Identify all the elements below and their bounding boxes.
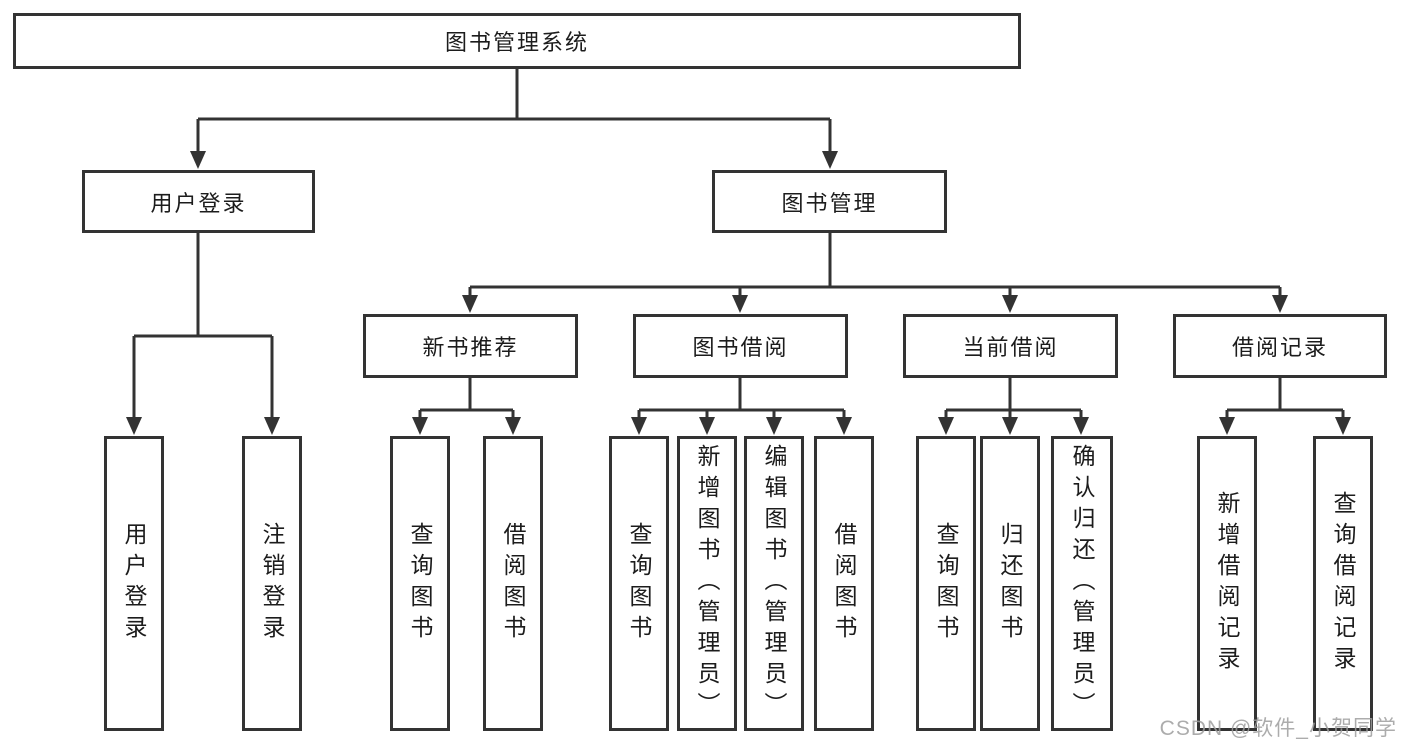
node-new-book-rec: 新书推荐 bbox=[363, 314, 578, 378]
node-label-leaf-user-login: 用户登录 bbox=[121, 521, 147, 646]
arrowhead-icon bbox=[190, 151, 206, 169]
node-label-leaf-cb-query: 查询图书 bbox=[933, 521, 959, 646]
node-label-leaf-bb-borrow: 借阅图书 bbox=[831, 521, 857, 646]
node-leaf-bb-edit: 编辑图书（管理员） bbox=[744, 436, 804, 731]
edge-from-book-mgmt bbox=[468, 233, 1282, 299]
node-label-root: 图书管理系统 bbox=[444, 30, 589, 55]
node-borrow-records: 借阅记录 bbox=[1173, 314, 1387, 378]
arrowhead-icon bbox=[1335, 417, 1351, 435]
node-label-borrow-records: 借阅记录 bbox=[1231, 335, 1328, 360]
edge-from-new-book-rec bbox=[418, 378, 515, 421]
arrowhead-icon bbox=[699, 417, 715, 435]
node-label-leaf-br-query: 查询借阅记录 bbox=[1330, 490, 1356, 677]
node-label-book-borrow: 图书借阅 bbox=[692, 335, 789, 360]
edge-from-borrow-records bbox=[1225, 378, 1345, 421]
node-leaf-br-query: 查询借阅记录 bbox=[1313, 436, 1373, 731]
watermark: CSDN @软件_小贺同学 bbox=[1159, 717, 1397, 740]
arrowhead-icon bbox=[264, 417, 280, 435]
node-label-leaf-cb-confirm: 确认归还（管理员） bbox=[1069, 444, 1095, 723]
arrowhead-icon bbox=[126, 417, 142, 435]
node-label-leaf-bb-query: 查询图书 bbox=[626, 521, 652, 646]
arrowhead-icon bbox=[1002, 295, 1018, 313]
arrowhead-icon bbox=[938, 417, 954, 435]
node-leaf-logout: 注销登录 bbox=[242, 436, 302, 731]
edge-from-book-borrow bbox=[637, 378, 846, 421]
arrowhead-icon bbox=[631, 417, 647, 435]
node-label-leaf-cb-return: 归还图书 bbox=[997, 521, 1023, 646]
node-label-leaf-br-add: 新增借阅记录 bbox=[1214, 490, 1240, 677]
arrowhead-icon bbox=[1073, 417, 1089, 435]
arrowhead-icon bbox=[462, 295, 478, 313]
node-leaf-cb-confirm: 确认归还（管理员） bbox=[1051, 436, 1113, 731]
edge-from-user-login bbox=[132, 233, 274, 421]
edge-from-root bbox=[196, 69, 832, 155]
arrowhead-icon bbox=[732, 295, 748, 313]
node-book-mgmt: 图书管理 bbox=[712, 170, 947, 233]
arrowhead-icon bbox=[1002, 417, 1018, 435]
node-label-leaf-logout: 注销登录 bbox=[259, 521, 285, 646]
node-label-leaf-nbr-borrow: 借阅图书 bbox=[500, 521, 526, 646]
node-leaf-br-add: 新增借阅记录 bbox=[1197, 436, 1257, 731]
node-leaf-bb-query: 查询图书 bbox=[609, 436, 669, 731]
node-label-leaf-bb-edit: 编辑图书（管理员） bbox=[761, 444, 787, 723]
node-label-user-login: 用户登录 bbox=[150, 190, 247, 216]
arrowhead-icon bbox=[1272, 295, 1288, 313]
node-label-book-mgmt: 图书管理 bbox=[781, 190, 878, 216]
node-label-leaf-nbr-query: 查询图书 bbox=[407, 521, 433, 646]
arrowhead-icon bbox=[822, 151, 838, 169]
arrowhead-icon bbox=[1219, 417, 1235, 435]
node-leaf-cb-return: 归还图书 bbox=[980, 436, 1040, 731]
node-label-leaf-bb-add: 新增图书（管理员） bbox=[694, 444, 720, 723]
node-user-login: 用户登录 bbox=[82, 170, 315, 233]
node-leaf-nbr-query: 查询图书 bbox=[390, 436, 450, 731]
node-label-current-borrow: 当前借阅 bbox=[962, 335, 1059, 360]
node-leaf-cb-query: 查询图书 bbox=[916, 436, 976, 731]
node-book-borrow: 图书借阅 bbox=[633, 314, 848, 378]
node-leaf-bb-borrow: 借阅图书 bbox=[814, 436, 874, 731]
node-label-new-book-rec: 新书推荐 bbox=[422, 335, 519, 360]
node-leaf-bb-add: 新增图书（管理员） bbox=[677, 436, 737, 731]
arrowhead-icon bbox=[766, 417, 782, 435]
node-root: 图书管理系统 bbox=[13, 13, 1021, 69]
edge-from-current-borrow bbox=[944, 378, 1083, 421]
arrowhead-icon bbox=[412, 417, 428, 435]
node-leaf-user-login: 用户登录 bbox=[104, 436, 164, 731]
arrowhead-icon bbox=[836, 417, 852, 435]
arrowhead-icon bbox=[505, 417, 521, 435]
node-leaf-nbr-borrow: 借阅图书 bbox=[483, 436, 543, 731]
node-current-borrow: 当前借阅 bbox=[903, 314, 1118, 378]
